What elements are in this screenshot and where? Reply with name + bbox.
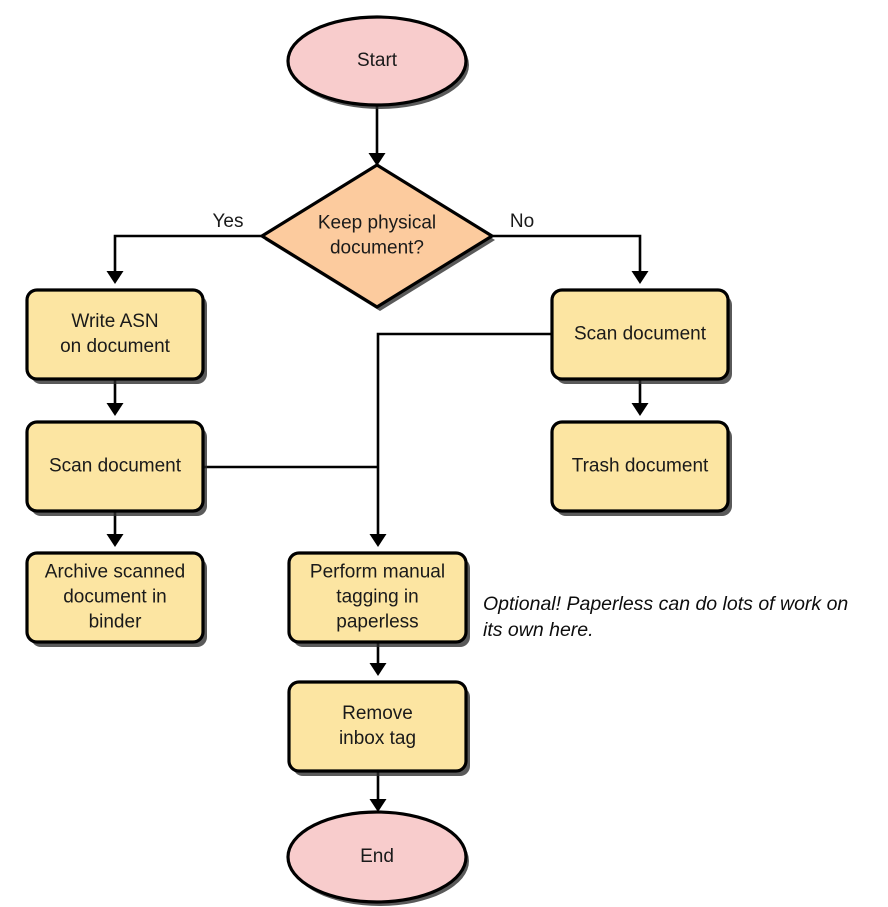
node-label: Trash document bbox=[572, 456, 709, 477]
edge-arrowhead bbox=[368, 153, 386, 166]
node-label: Scan document bbox=[49, 456, 182, 477]
edge-scan-document-right-to-trash bbox=[631, 379, 649, 416]
edge-label-no: No bbox=[510, 211, 534, 232]
edge-arrowhead bbox=[106, 403, 124, 416]
edge-decision-yes-to-write-asn: Yes bbox=[106, 211, 262, 284]
edge-manual-tagging-to-remove-inbox-tag bbox=[369, 642, 387, 676]
node-scan-document-left[interactable]: Scan document bbox=[25, 420, 207, 516]
node-label: End bbox=[360, 846, 394, 867]
edge-label-yes: Yes bbox=[213, 211, 244, 232]
process-box-shape[interactable] bbox=[550, 288, 730, 381]
edge-arrowhead bbox=[369, 799, 387, 812]
process-box-shape[interactable] bbox=[550, 420, 730, 513]
annotations-layer: Optional! Paperless can do lots of work … bbox=[483, 593, 848, 641]
terminal-ellipse-shape[interactable] bbox=[286, 15, 468, 107]
edge-decision-no-to-scan-document-right: No bbox=[492, 211, 649, 284]
node-trash-document[interactable]: Trash document bbox=[550, 420, 732, 516]
terminal-ellipse-shape[interactable] bbox=[286, 810, 468, 904]
edge-arrowhead bbox=[106, 271, 124, 284]
edge-start-to-decision bbox=[368, 105, 386, 166]
edge-scan-document-left-to-archive bbox=[106, 511, 124, 547]
edge-line bbox=[376, 332, 552, 541]
edge-arrowhead bbox=[106, 534, 124, 547]
node-label: Start bbox=[357, 50, 398, 71]
edge-scan-document-right-to-manual-tagging bbox=[369, 332, 552, 547]
edge-line bbox=[492, 234, 642, 278]
process-box-shape[interactable] bbox=[25, 551, 205, 644]
edge-arrowhead bbox=[631, 271, 649, 284]
decision-diamond-shape[interactable] bbox=[260, 163, 494, 309]
node-start[interactable]: Start bbox=[286, 15, 469, 109]
node-label: Scan document bbox=[574, 324, 707, 345]
annotation-optional-note: Optional! Paperless can do lots of work … bbox=[483, 593, 848, 641]
edge-line bbox=[113, 234, 262, 278]
node-end[interactable]: End bbox=[286, 810, 469, 906]
node-scan-document-right[interactable]: Scan document bbox=[550, 288, 732, 384]
process-box-shape[interactable] bbox=[287, 551, 468, 644]
edge-write-asn-to-scan-document-left bbox=[106, 379, 124, 416]
edge-remove-inbox-tag-to-end bbox=[369, 771, 387, 812]
edge-arrowhead bbox=[369, 534, 387, 547]
process-box-shape[interactable] bbox=[25, 288, 205, 381]
edge-arrowhead bbox=[631, 403, 649, 416]
edge-arrowhead bbox=[369, 663, 387, 676]
process-box-shape[interactable] bbox=[25, 420, 205, 513]
process-box-shape[interactable] bbox=[287, 680, 468, 773]
edges-layer: Yes No bbox=[106, 105, 649, 812]
